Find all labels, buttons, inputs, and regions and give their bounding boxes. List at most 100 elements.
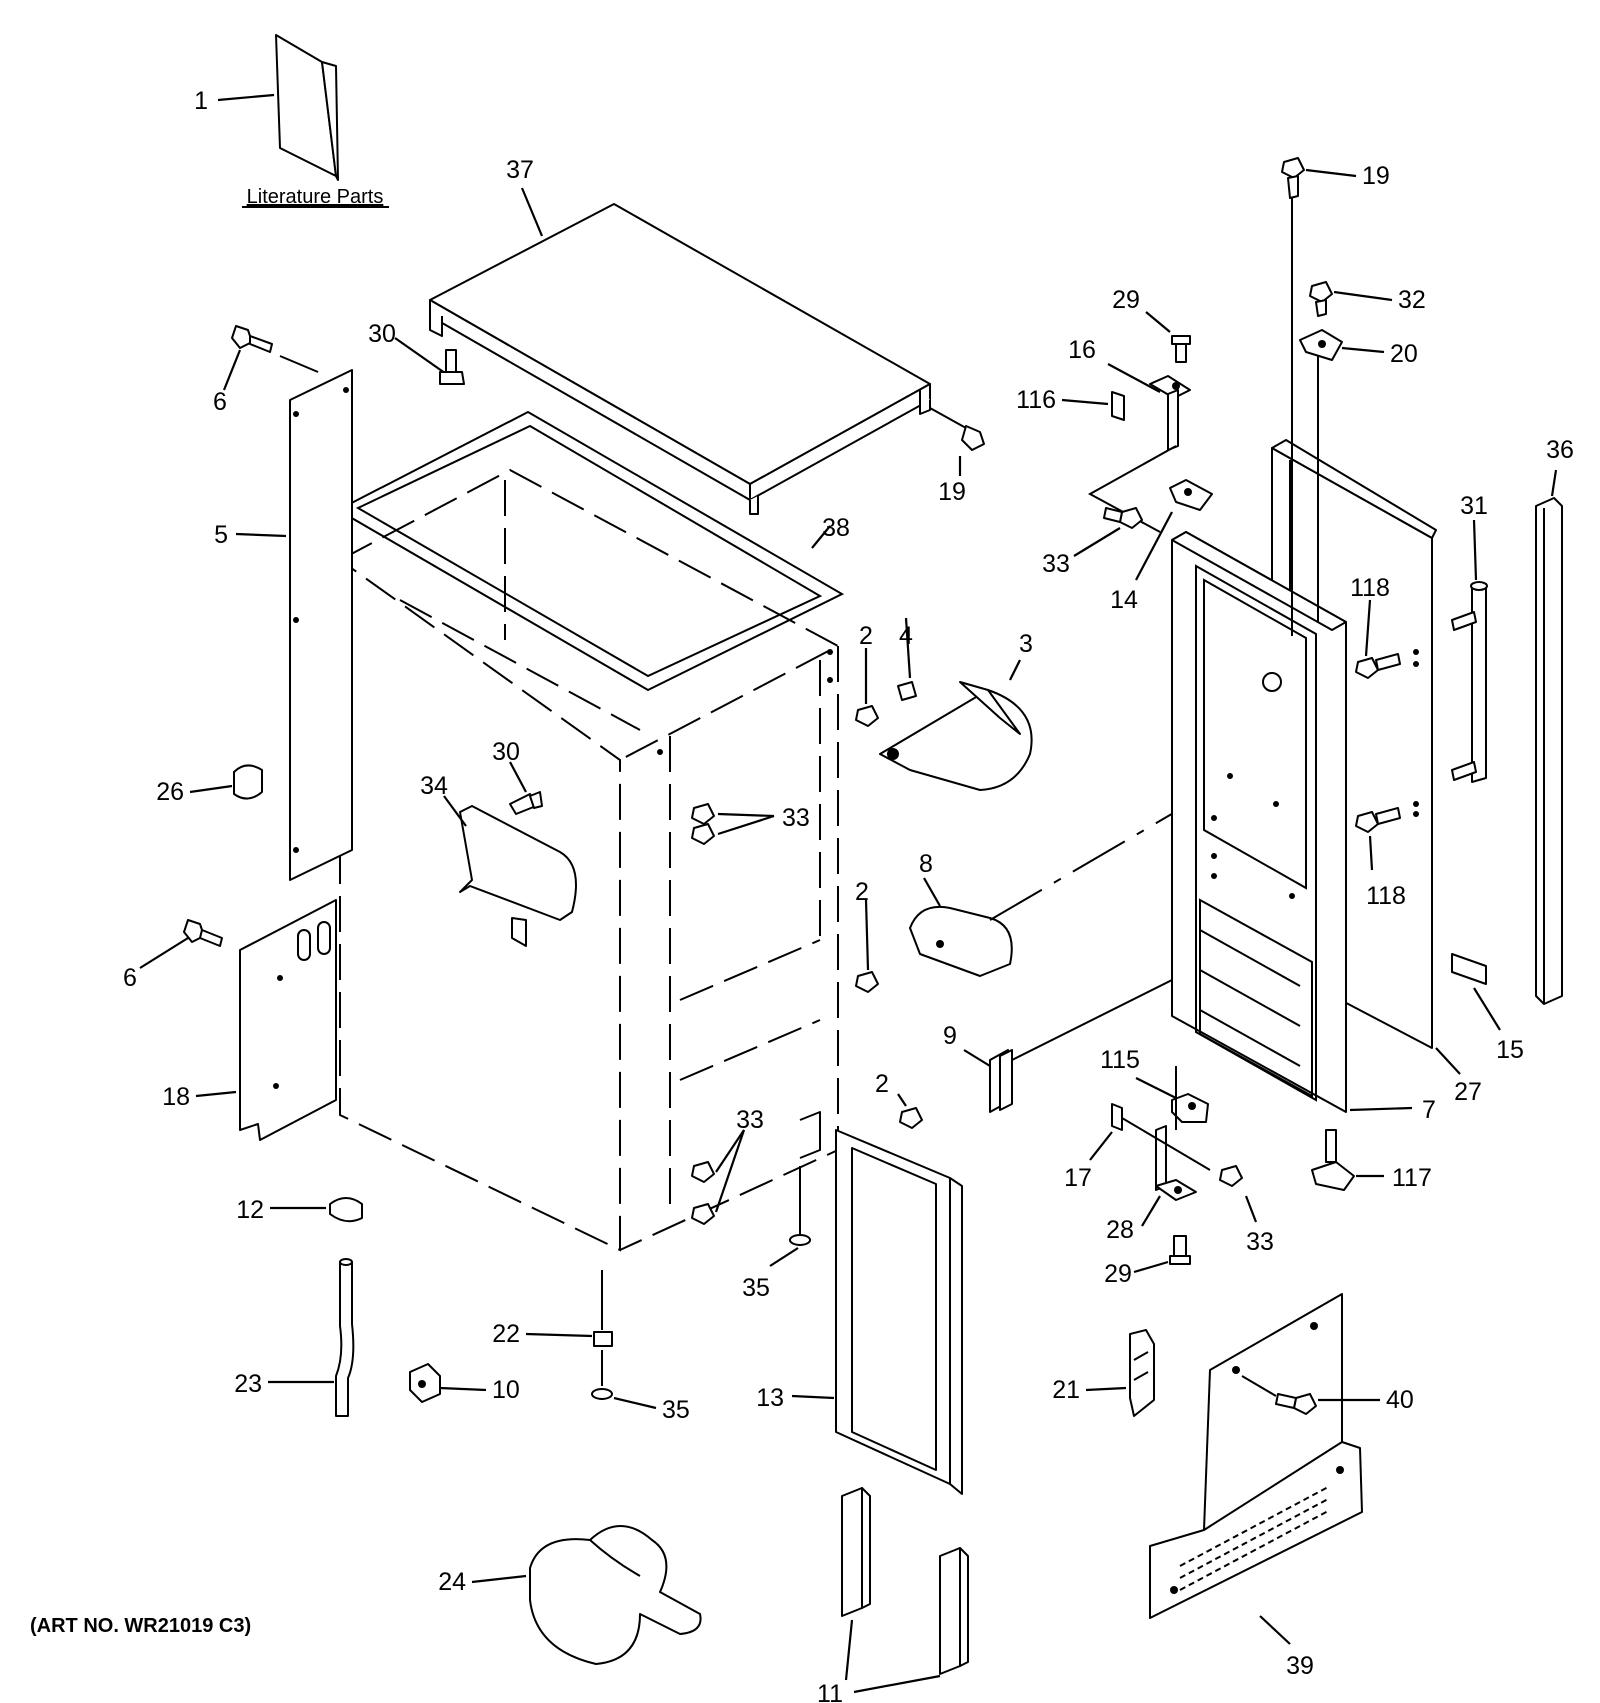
cabinet-body [339,468,841,1252]
part-7-door [1171,531,1413,1113]
callout-1: 1 [194,87,208,115]
part-20-hinge-block [1299,329,1385,361]
part-29-screw-top [1145,311,1191,363]
callout-10: 10 [492,1376,520,1404]
part-22-foot [525,1270,613,1347]
callout-118-lower: 118 [1366,882,1406,910]
part-118-screws [1355,599,1401,871]
callout-30-middle: 30 [492,738,520,766]
callout-12: 12 [236,1196,264,1224]
callout-6-top: 6 [213,388,227,416]
part-2-screw-lower [897,1093,923,1129]
part-35-pin-lower [591,1350,657,1410]
part-28-bottom-hinge [1121,1066,1211,1227]
callout-17: 17 [1064,1164,1092,1192]
callout-20: 20 [1390,340,1418,368]
callout-36: 36 [1546,436,1574,464]
callout-19-cover: 19 [938,478,966,506]
part-11-gaskets [841,1487,969,1694]
callout-35-lower: 35 [662,1396,690,1424]
callout-16: 16 [1068,336,1096,364]
part-10-bushing [409,1363,487,1403]
callout-31: 31 [1460,492,1488,520]
part-19-screw-top [1281,157,1357,199]
part-2-screw-middle [855,899,879,993]
part-14-hinge [1135,479,1213,581]
part-31-handle [1451,519,1488,783]
callout-3: 3 [1019,630,1033,658]
callout-29-bottom: 29 [1104,1260,1132,1288]
part-40-screw [1241,1375,1380,1415]
callout-33-upper: 33 [782,804,810,832]
part-115-pin [1135,1077,1209,1123]
callout-22: 22 [492,1320,520,1348]
callout-23: 23 [234,1370,262,1398]
part-23-tube [268,1258,355,1417]
callout-117: 117 [1392,1164,1432,1192]
callout-6-lower: 6 [123,964,137,992]
callout-39: 39 [1286,1652,1314,1680]
part-5-side-panel [235,369,353,881]
callout-19-top: 19 [1362,162,1390,190]
part-33-screws-upper [691,803,775,845]
literature-parts-label: Literature Parts [247,186,384,208]
part-4-pin [897,617,917,701]
callout-4: 4 [899,622,913,650]
callout-38: 38 [822,514,850,542]
part-33-screws-lower [691,1129,746,1225]
part-30-screw-top [439,349,465,385]
part-34-bracket [443,795,577,947]
part-33-screw-hinge [1073,507,1143,557]
callout-28: 28 [1106,1216,1134,1244]
callout-30-top: 30 [368,320,396,348]
part-6-screw-lower [139,919,223,969]
callout-5: 5 [214,521,228,549]
callout-18: 18 [162,1083,190,1111]
part-13-door-frame [791,1129,963,1495]
part-21-clip [1085,1329,1155,1417]
part-33-screw-bottom-hinge [1219,1165,1258,1223]
part-1-literature [217,34,339,181]
callout-116: 116 [1016,386,1056,414]
callout-26: 26 [156,778,184,806]
callout-7: 7 [1422,1096,1436,1124]
callout-9: 9 [943,1022,957,1050]
part-16-hinge [1107,363,1191,451]
part-38-gasket [335,410,845,692]
part-3-bracket [879,659,1033,791]
callout-37: 37 [506,156,534,184]
part-18-lower-panel [195,899,337,1141]
part-36-trim [1535,469,1563,1005]
callout-11: 11 [817,1680,843,1703]
callout-35-upper: 35 [742,1274,770,1302]
callout-21: 21 [1052,1376,1080,1404]
callout-33-lower: 33 [736,1106,764,1134]
part-117-hinge-block [1311,1129,1384,1191]
part-37-top-cover [394,187,931,515]
callout-32: 32 [1398,286,1426,314]
callout-34: 34 [420,772,448,800]
callout-29-top: 29 [1112,286,1140,314]
callout-33-hinge: 33 [1042,550,1070,578]
part-17-shim [1089,1103,1123,1161]
part-35-pin-upper [769,1111,821,1267]
part-26-clip [189,764,263,800]
callout-118-upper: 118 [1350,574,1390,602]
callout-40: 40 [1386,1386,1414,1414]
callout-2-middle: 2 [855,878,869,906]
callout-24: 24 [438,1568,466,1596]
part-29-screw-bottom [1133,1235,1191,1274]
callout-8: 8 [919,850,933,878]
art-number: (ART NO. WR21019 C3) [30,1615,251,1637]
part-2-screw-upper [855,648,879,727]
part-24-scoop [471,1525,702,1665]
callout-14: 14 [1110,586,1138,614]
callout-33-bottom-hinge: 33 [1246,1228,1274,1256]
part-32-screw [1309,281,1393,317]
callout-15: 15 [1496,1036,1524,1064]
callout-27: 27 [1454,1078,1482,1106]
part-19-screw-cover [929,407,985,476]
callout-2-upper: 2 [859,622,873,650]
part-15-label [1451,953,1501,1031]
